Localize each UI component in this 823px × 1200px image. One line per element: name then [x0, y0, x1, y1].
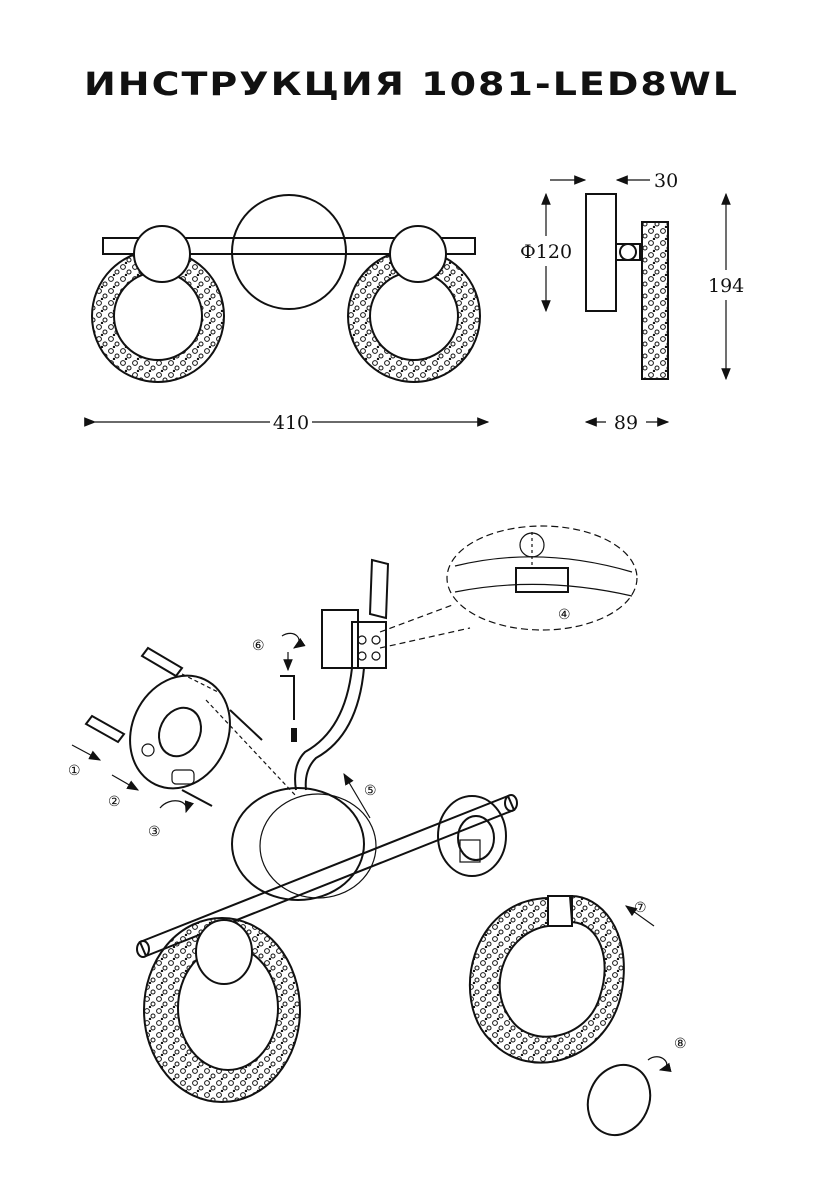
height-dimension: 194: [708, 275, 744, 297]
step-7-label: ⑦: [634, 900, 647, 916]
depth-bottom-dimension: 89: [614, 412, 638, 434]
front-right-globe: [389, 225, 447, 283]
front-bar: [102, 237, 476, 255]
width-dimension: 410: [273, 412, 309, 434]
power-cable: [294, 667, 353, 791]
step-1-label: ①: [68, 763, 81, 779]
side-ring-profile: [641, 221, 669, 380]
step-5-label: ⑤: [364, 783, 377, 799]
side-view: 30 Ф120 194 89: [520, 170, 744, 434]
ring-holder: [437, 795, 507, 877]
page-title: ИНСТРУКЦИЯ 1081-LED8WL: [84, 65, 739, 103]
screws-and-dowels: [84, 646, 297, 807]
assembly-view: ① ② ③ ④ ⑤ ⑥ ⑦ ⑧: [68, 525, 687, 1137]
front-left-globe: [133, 225, 191, 283]
step-4-label: ④: [558, 607, 571, 623]
loose-ring: [469, 894, 625, 1064]
wall-bracket: [129, 674, 231, 790]
step-6-label: ⑥: [252, 638, 265, 654]
step-8-label: ⑧: [674, 1036, 687, 1052]
front-view: 410: [84, 194, 490, 434]
allen-key: [280, 675, 295, 720]
terminal-block: [351, 621, 387, 669]
diameter-dimension: Ф120: [520, 241, 572, 263]
depth-top-dimension: 30: [654, 170, 678, 192]
assembly-wall-plate: [231, 787, 365, 901]
glass-disc: [586, 1063, 652, 1137]
mounted-ring: [143, 917, 301, 1103]
mounted-globe: [195, 919, 253, 985]
side-wall-plate: [585, 193, 617, 312]
detail-callout: [446, 525, 638, 631]
front-wall-plate: [231, 194, 347, 310]
step-2-label: ②: [108, 794, 121, 810]
step-3-label: ③: [148, 824, 161, 840]
